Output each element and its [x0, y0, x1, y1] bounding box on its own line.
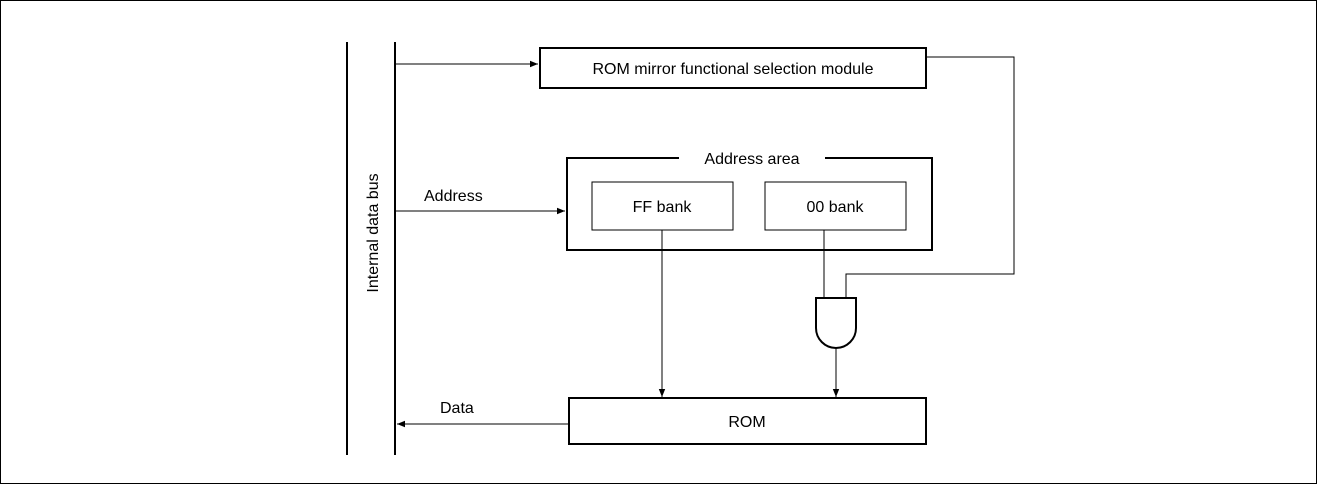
internal-data-bus: Internal data bus — [346, 42, 396, 455]
address-label: Address — [424, 188, 483, 205]
rom-mirror-label: ROM mirror functional selection module — [593, 61, 874, 78]
bus-label: Internal data bus — [365, 173, 382, 292]
address-area-label: Address area — [704, 151, 799, 168]
ff-bank-box — [591, 181, 734, 231]
and-gate — [815, 297, 857, 349]
data-label: Data — [440, 400, 474, 417]
bank-00-box — [764, 181, 907, 231]
rom-label: ROM — [728, 414, 765, 431]
rom-mirror-module: ROM mirror functional selection module — [539, 47, 927, 89]
rom-block: ROM — [568, 397, 927, 445]
address-area: Address area FF bank 00 bank — [566, 148, 933, 251]
mirror-output-line — [845, 56, 1015, 298]
bank-00-label: 00 bank — [807, 199, 865, 216]
ff-bank-label: FF bank — [633, 199, 693, 216]
